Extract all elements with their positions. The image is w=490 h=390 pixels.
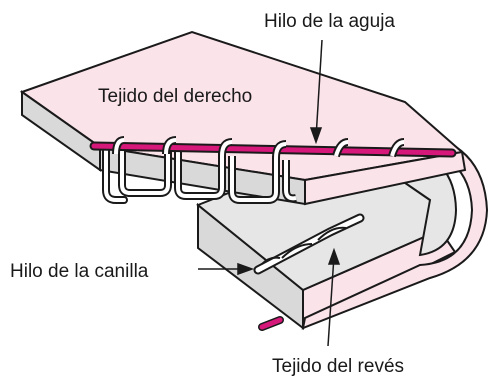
stitch-loop	[118, 150, 172, 197]
stitch-loop	[282, 160, 297, 203]
needle-thread	[89, 136, 457, 159]
stitch-loop	[102, 142, 128, 204]
fabric-wrong-side-label: Tejido del revés	[272, 356, 405, 377]
bobbin-thread-label: Hilo de la canilla	[10, 261, 149, 282]
wrong-side-pointer	[327, 255, 335, 347]
label-pointers	[198, 39, 341, 347]
stitch-loop	[174, 152, 226, 200]
stitch-loop	[228, 156, 280, 204]
upper-fabric	[19, 30, 467, 206]
stitch-loops	[102, 142, 297, 204]
needle-thread-pointer	[315, 39, 323, 139]
bobbin-thread	[253, 213, 365, 275]
fabric-right-side-label: Tejido del derecho	[98, 86, 253, 107]
needle-thread-label: Hilo de la aguja	[264, 11, 395, 32]
upper-fabric-layer	[304, 150, 467, 206]
needle-thread-tail	[258, 316, 284, 331]
fold-outer	[301, 130, 489, 330]
